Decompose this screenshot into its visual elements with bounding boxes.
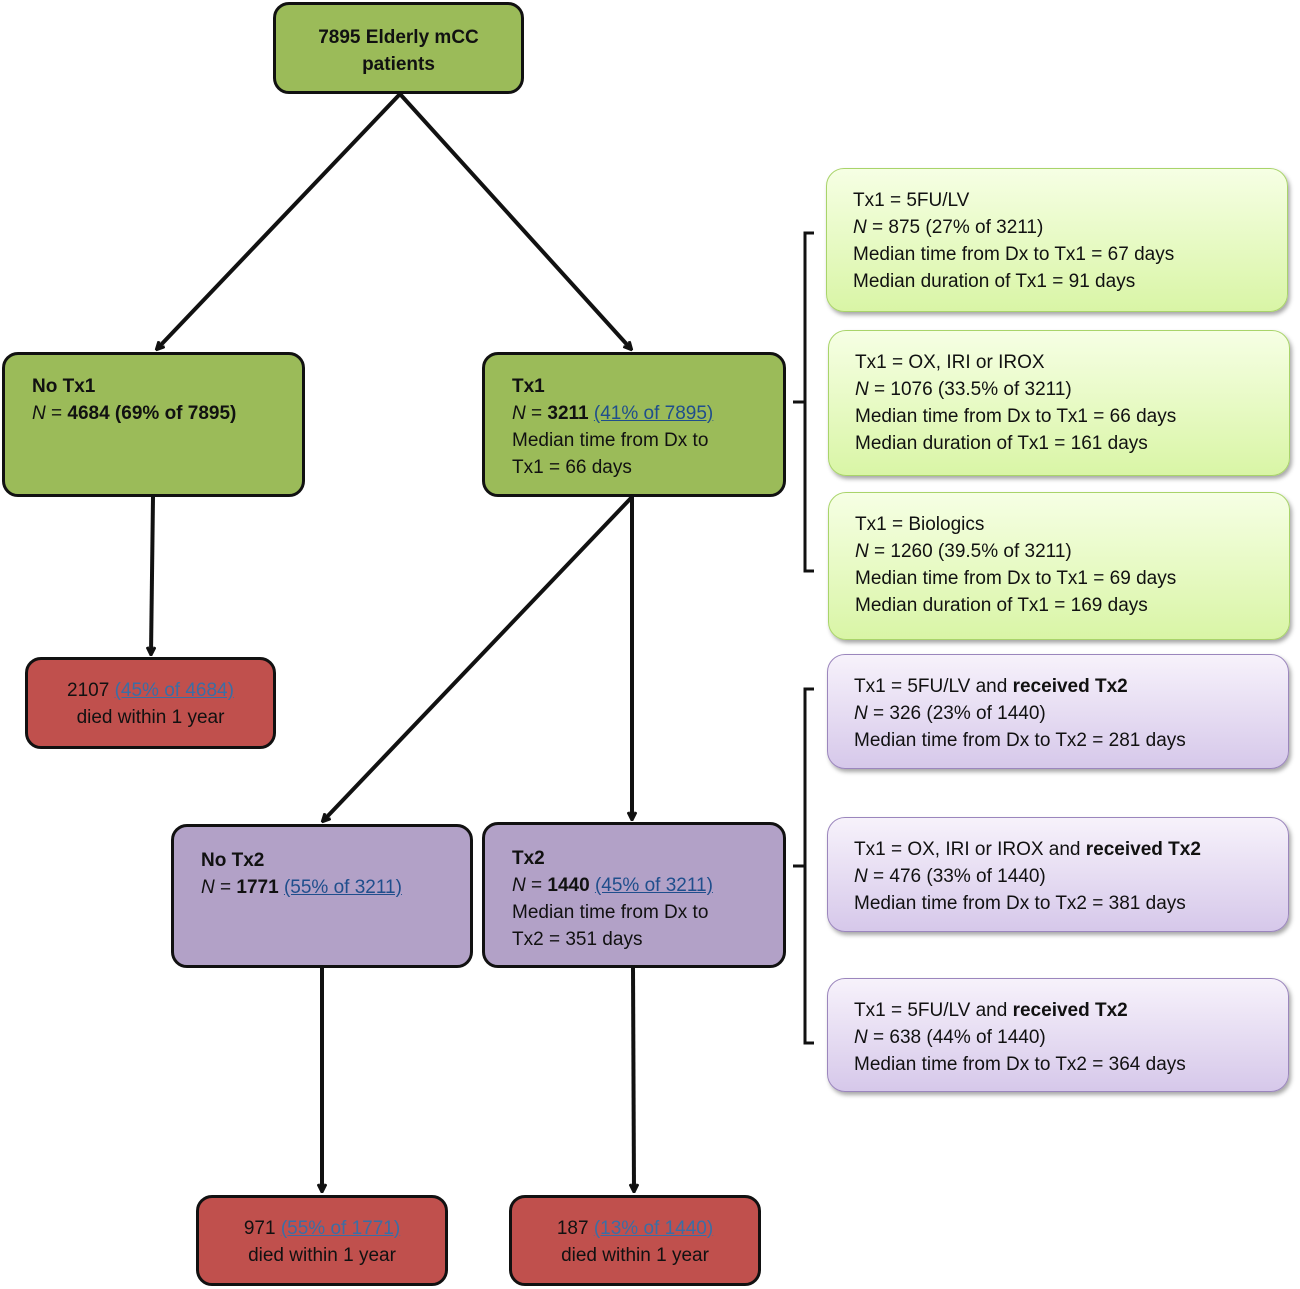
no-tx2-pct-link[interactable]: (55% of 3211)	[283, 877, 402, 898]
tx1-detail-ox: Tx1 = OX, IRI or IROX N = 1076 (33.5% of…	[828, 330, 1290, 476]
tx2-detail-5fu-line3: Median time from Dx to Tx2 = 281 days	[854, 730, 1186, 751]
died-no-tx1-box: 2107 (45% of 4684) died within 1 year	[25, 657, 276, 749]
tx1-detail-5fu: Tx1 = 5FU/LV N = 875 (27% of 3211) Media…	[826, 168, 1288, 312]
tx2-n-line: N = 1440 (45% of 3211)	[512, 875, 713, 896]
tx2-detail-ox-n: N = 476 (33% of 1440)	[854, 866, 1046, 887]
tx1-detail-5fu-n: N = 875 (27% of 3211)	[853, 217, 1044, 238]
root-box: 7895 Elderly mCC patients	[273, 2, 524, 94]
tx2-line3: Median time from Dx to	[512, 902, 709, 923]
no-tx1-box: No Tx1 N = 4684 (69% of 7895)	[2, 352, 305, 497]
died-no-tx2-box: 971 (55% of 1771) died within 1 year	[196, 1195, 448, 1286]
tx1-detail-biologics-line1: Tx1 = Biologics	[855, 514, 985, 535]
tx1-line3: Median time from Dx to	[512, 430, 709, 451]
bracket-tx1-details	[793, 231, 814, 573]
arrow-root-to-no-tx1	[157, 92, 402, 349]
tx2-detail-ox-line1: Tx1 = OX, IRI or IROX and received Tx2	[854, 839, 1201, 860]
tx1-detail-ox-line4: Median duration of Tx1 = 161 days	[855, 433, 1148, 454]
tx2-detail-5fu-2-line1: Tx1 = 5FU/LV and received Tx2	[854, 1000, 1128, 1021]
died-no-tx1-pct-link[interactable]: (45% of 4684)	[114, 680, 234, 701]
no-tx1-n-line: N = 4684 (69% of 7895)	[32, 403, 237, 424]
died-no-tx2-pct-link[interactable]: (55% of 1771)	[280, 1218, 401, 1239]
tx1-detail-biologics-line4: Median duration of Tx1 = 169 days	[855, 595, 1148, 616]
tx1-detail-5fu-line1: Tx1 = 5FU/LV	[853, 190, 970, 211]
arrow-tx2-to-died	[633, 967, 634, 1191]
died-no-tx2-text: died within 1 year	[248, 1245, 396, 1266]
tx2-pct-link[interactable]: (45% of 3211)	[594, 875, 713, 896]
tx1-line4: Tx1 = 66 days	[512, 457, 632, 478]
arrow-tx1-to-no-tx2	[323, 495, 634, 821]
died-tx2-text: died within 1 year	[561, 1245, 709, 1266]
tx2-detail-5fu-line1: Tx1 = 5FU/LV and received Tx2	[854, 676, 1128, 697]
died-no-tx1-count-line: 2107 (45% of 4684)	[67, 680, 234, 701]
tx1-title: Tx1	[512, 376, 545, 397]
tx1-detail-biologics-n: N = 1260 (39.5% of 3211)	[855, 541, 1072, 562]
tx2-detail-ox-line3: Median time from Dx to Tx2 = 381 days	[854, 893, 1186, 914]
tx1-detail-ox-line1: Tx1 = OX, IRI or IROX	[855, 352, 1045, 373]
arrow-root-to-tx1	[398, 92, 631, 349]
no-tx1-title: No Tx1	[32, 376, 96, 397]
tx2-detail-ox: Tx1 = OX, IRI or IROX and received Tx2 N…	[827, 817, 1289, 932]
root-line2: patients	[362, 54, 435, 75]
tx2-line4: Tx2 = 351 days	[512, 929, 643, 950]
tx1-pct-link[interactable]: (41% of 7895)	[593, 403, 714, 424]
tx2-detail-5fu-n: N = 326 (23% of 1440)	[854, 703, 1046, 724]
died-tx2-box: 187 (13% of 1440) died within 1 year	[509, 1195, 761, 1286]
tx1-detail-biologics-line3: Median time from Dx to Tx1 = 69 days	[855, 568, 1177, 589]
tx1-detail-5fu-line3: Median time from Dx to Tx1 = 67 days	[853, 244, 1175, 265]
tx1-box: Tx1 N = 3211 (41% of 7895) Median time f…	[482, 352, 786, 497]
root-line1: 7895 Elderly mCC	[318, 27, 479, 48]
no-tx2-box: No Tx2 N = 1771 (55% of 3211)	[171, 824, 473, 968]
tx2-box: Tx2 N = 1440 (45% of 3211) Median time f…	[482, 822, 786, 968]
no-tx2-n-line: N = 1771 (55% of 3211)	[201, 877, 402, 898]
tx2-detail-5fu-2: Tx1 = 5FU/LV and received Tx2 N = 638 (4…	[827, 978, 1289, 1092]
tx1-n-line: N = 3211 (41% of 7895)	[512, 403, 714, 424]
tx1-detail-ox-line3: Median time from Dx to Tx1 = 66 days	[855, 406, 1177, 427]
tx1-detail-biologics: Tx1 = Biologics N = 1260 (39.5% of 3211)…	[828, 492, 1290, 640]
arrow-no-tx1-to-died	[151, 496, 153, 654]
tx2-detail-5fu: Tx1 = 5FU/LV and received Tx2 N = 326 (2…	[827, 654, 1289, 769]
died-no-tx2-count-line: 971 (55% of 1771)	[243, 1218, 401, 1239]
died-tx2-pct-link[interactable]: (13% of 1440)	[593, 1218, 714, 1239]
no-tx2-title: No Tx2	[201, 850, 265, 871]
tx2-detail-5fu-2-line3: Median time from Dx to Tx2 = 364 days	[854, 1054, 1186, 1075]
tx2-title: Tx2	[512, 848, 545, 869]
bracket-tx2-details	[793, 687, 814, 1045]
tx2-detail-5fu-2-n: N = 638 (44% of 1440)	[854, 1027, 1046, 1048]
tx1-detail-5fu-line4: Median duration of Tx1 = 91 days	[853, 271, 1136, 292]
died-no-tx1-text: died within 1 year	[76, 707, 225, 728]
died-tx2-count-line: 187 (13% of 1440)	[556, 1218, 714, 1239]
tx1-detail-ox-n: N = 1076 (33.5% of 3211)	[855, 379, 1072, 400]
